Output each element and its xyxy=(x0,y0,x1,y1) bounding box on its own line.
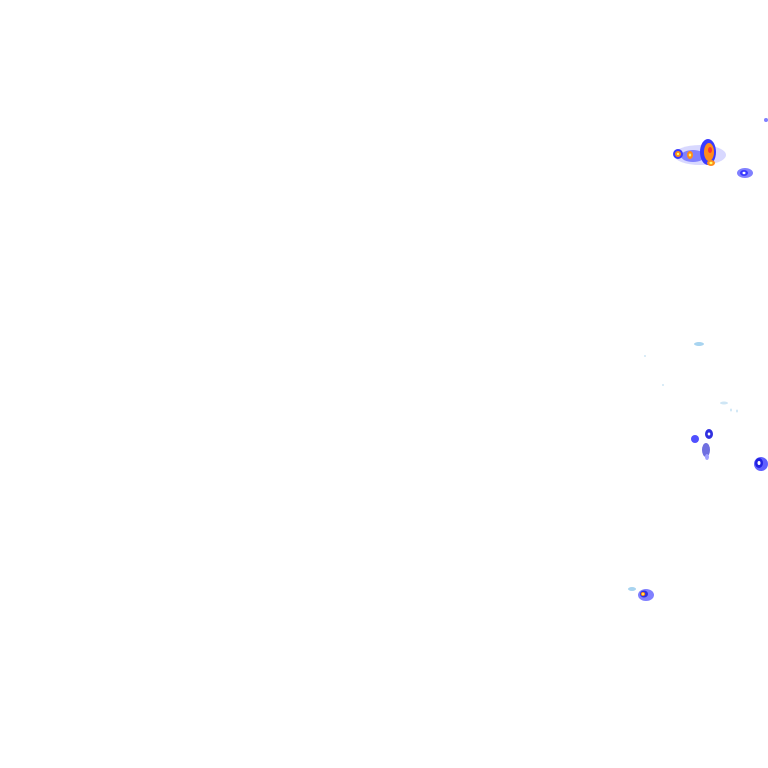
precip-cell-east xyxy=(737,168,753,178)
precip-core xyxy=(708,147,712,153)
precip-cell-mid-center xyxy=(688,153,692,157)
precip-core xyxy=(707,432,711,436)
precip-very-light xyxy=(736,409,738,413)
precip-cell-northeast xyxy=(673,139,726,166)
precip-very-light xyxy=(694,342,704,346)
precip-very-light xyxy=(662,384,664,386)
precip-cell-south-east xyxy=(628,587,654,601)
precip-core xyxy=(757,461,761,465)
precip-very-light xyxy=(730,408,732,412)
precip-cell-middle-east xyxy=(691,429,713,460)
precip-faint-area xyxy=(644,342,738,413)
precip-light xyxy=(702,443,710,457)
precip-very-light xyxy=(628,587,636,591)
precip-very-light xyxy=(720,401,728,405)
precip-very-light xyxy=(644,355,646,357)
precip-cell-far-east xyxy=(754,457,768,471)
precip-core xyxy=(642,593,644,595)
precip-cell-west-center xyxy=(676,152,680,156)
precip-light xyxy=(691,435,699,443)
precip-speck-edge xyxy=(764,118,768,122)
precip-light xyxy=(705,454,709,460)
precip-light xyxy=(681,150,705,162)
precip-cell-south-center xyxy=(709,161,713,165)
precip-core xyxy=(742,171,746,175)
